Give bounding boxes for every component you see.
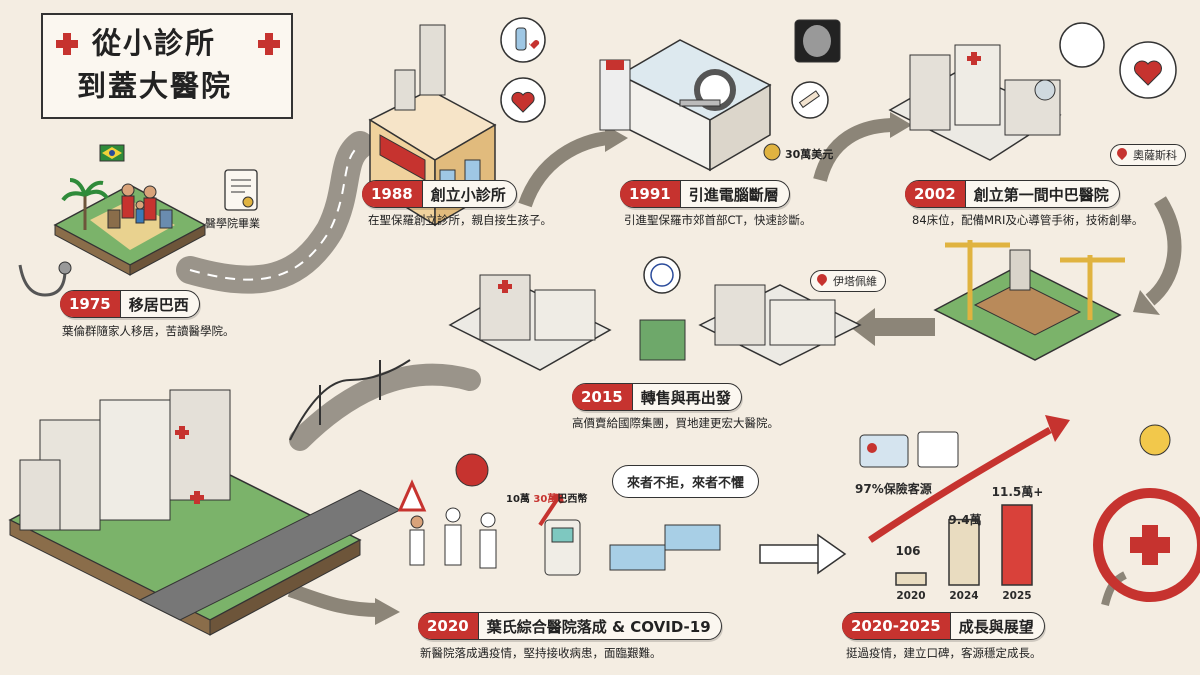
milestone-2020: 2020 葉氏綜合醫院落成 & COVID-19 — [418, 612, 722, 640]
title-banner — [41, 13, 293, 119]
milestone-desc-1991: 引進聖保羅市郊首部CT，快速診斷。 — [624, 213, 812, 227]
bar-value-2024: 9.4萬 — [948, 513, 982, 527]
title-line-2: 到蓋大醫院 — [77, 69, 233, 103]
stethoscope-icon — [18, 264, 67, 297]
bar-year-2020: 2020 — [896, 590, 926, 602]
milestone-2002: 2002 創立第一間中巴醫院 — [905, 180, 1120, 208]
road-1975-1988 — [176, 131, 374, 294]
growth-bars — [895, 504, 1033, 586]
milestone-1988: 1988 創立小診所 — [362, 180, 517, 208]
milestone-label: 創立第一間中巴醫院 — [973, 185, 1109, 204]
id-card-icon — [859, 434, 909, 468]
location-tag-2015: 伊塔佩維 — [810, 270, 886, 292]
bar-year-2025: 2025 — [1002, 590, 1032, 602]
palm-tree — [61, 178, 109, 202]
arrow-head — [375, 598, 400, 625]
price-increase-note: 10萬 30萬巴西幣 — [506, 490, 587, 505]
milestone-label: 引進電腦斷層 — [688, 185, 779, 204]
milestone-year: 1991 — [620, 181, 681, 207]
suitcase-icon — [159, 209, 173, 229]
warning-sign-icon — [397, 479, 427, 512]
insurance-share: 97%保險客源 — [855, 482, 932, 496]
growth-arrow — [868, 426, 1052, 543]
mri-icon — [1059, 22, 1105, 68]
arrow-hospital-2020 — [287, 583, 381, 617]
road-centerline — [189, 144, 361, 281]
milestone-year: 2015 — [572, 384, 633, 410]
arrow-construction-2015 — [875, 318, 935, 336]
arrow-head — [1133, 290, 1160, 315]
bridge-road — [289, 363, 481, 451]
milestone-1975: 1975 移居巴西 — [60, 290, 200, 318]
ct-scanner — [694, 69, 736, 111]
price-up-arrow — [538, 493, 564, 527]
arrow-1991-2002 — [813, 118, 896, 182]
calendar-icon — [917, 431, 959, 468]
location-name: 奧薩斯科 — [1133, 149, 1177, 162]
arrow-head — [817, 533, 847, 575]
bar-2025 — [1001, 504, 1033, 586]
milestone-year: 1988 — [362, 181, 423, 207]
arrow-head — [605, 125, 628, 152]
globe-icon — [643, 256, 681, 294]
motto-bubble: 來者不拒，來者不懼 — [612, 465, 760, 498]
milestone-label: 創立小診所 — [430, 185, 506, 204]
title-line-1: 從小診所 — [92, 26, 217, 60]
milestone-1991: 1991 引進電腦斷層 — [620, 180, 790, 208]
milestone-desc-2015: 高價賣給國際集團，買地建更宏大醫院。 — [572, 416, 779, 430]
money-stack-icon — [639, 319, 686, 361]
bridge — [289, 359, 411, 441]
milestone-label: 移居巴西 — [128, 295, 189, 314]
ct-cost-note: 30萬美元 — [785, 148, 834, 161]
pin-icon — [1114, 145, 1130, 161]
location-tag-2002: 奧薩斯科 — [1110, 144, 1186, 166]
milestone-desc-1975: 葉倫群隨家人移居，苦讀醫學院。 — [62, 324, 235, 338]
milestone-year: 2002 — [905, 181, 966, 207]
milestone-2015: 2015 轉售與再出發 — [572, 383, 742, 411]
milestone-label: 葉氏綜合醫院落成 & COVID-19 — [486, 617, 711, 636]
coin-icon — [763, 143, 781, 161]
pin-icon — [814, 271, 830, 287]
background-building — [419, 24, 446, 96]
medical-cross-emblem — [1093, 488, 1200, 602]
price-to: 30萬 — [533, 494, 558, 505]
arrow-head — [890, 112, 912, 138]
milestone-desc-2002: 84床位，配備MRI及心導管手術，技術創舉。 — [912, 213, 1144, 227]
milestone-desc-2020-2025: 挺過疫情，建立口碑，客源穩定成長。 — [846, 646, 1042, 660]
milestone-year: 2020 — [418, 613, 479, 639]
arrow-2002-construction — [1145, 196, 1182, 306]
arrow-2020-growth — [759, 544, 821, 564]
milestone-year: 2020-2025 — [842, 613, 951, 639]
price-from: 10萬 — [506, 494, 530, 505]
hospital-bed — [609, 544, 666, 571]
milestone-label: 成長與展望 — [958, 617, 1034, 636]
milestone-desc-1988: 在聖保羅創立診所，親自接生孩子。 — [368, 213, 552, 227]
sun-icon — [1139, 424, 1171, 456]
milestone-2020-2025: 2020-2025 成長與展望 — [842, 612, 1045, 640]
bar-2024 — [948, 518, 980, 586]
hospital-bed — [664, 524, 721, 551]
bar-year-2024: 2024 — [949, 590, 979, 602]
milestone-label: 轉售與再出發 — [640, 388, 731, 407]
virus-icon — [455, 453, 489, 487]
location-name: 伊塔佩維 — [833, 275, 877, 288]
price-unit: 巴西幣 — [557, 494, 588, 505]
milestone-year: 1975 — [60, 291, 121, 317]
milestone-desc-2020: 新醫院落成遇疫情，堅持接收病患，面臨艱難。 — [420, 646, 662, 660]
bar-2020 — [895, 572, 927, 586]
arrow-1988-1991 — [518, 131, 611, 208]
arrow-head — [850, 308, 875, 346]
bar-value-2025: 11.5萬+ — [991, 485, 1044, 499]
graduation-note: 醫學院畢業 — [205, 217, 260, 230]
bar-value-2020: 106 — [895, 544, 921, 558]
